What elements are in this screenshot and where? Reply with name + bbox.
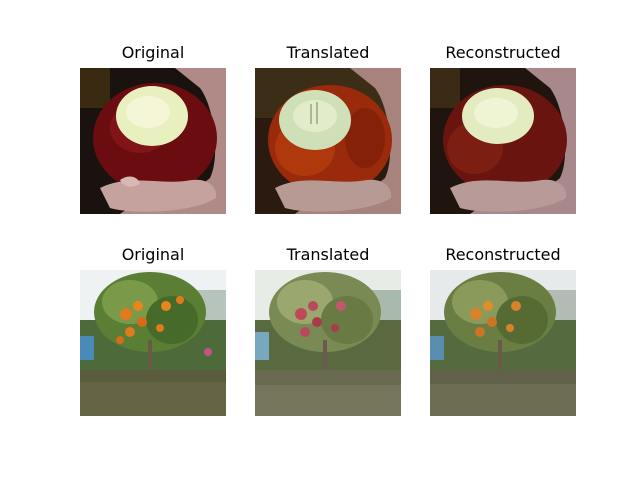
apple-reconstructed-image [430, 68, 576, 214]
tree-translated-image [255, 270, 401, 416]
tree-reconstructed-image [430, 270, 576, 416]
apple-original-image [80, 68, 226, 214]
panel-title: Translated [286, 43, 370, 62]
panel-title: Translated [286, 245, 370, 264]
panel-title: Reconstructed [445, 245, 561, 264]
apple-translated-image [255, 68, 401, 214]
panel-title: Original [121, 43, 185, 62]
panel-title: Original [121, 245, 185, 264]
panel-title: Reconstructed [445, 43, 561, 62]
tree-original-image [80, 270, 226, 416]
